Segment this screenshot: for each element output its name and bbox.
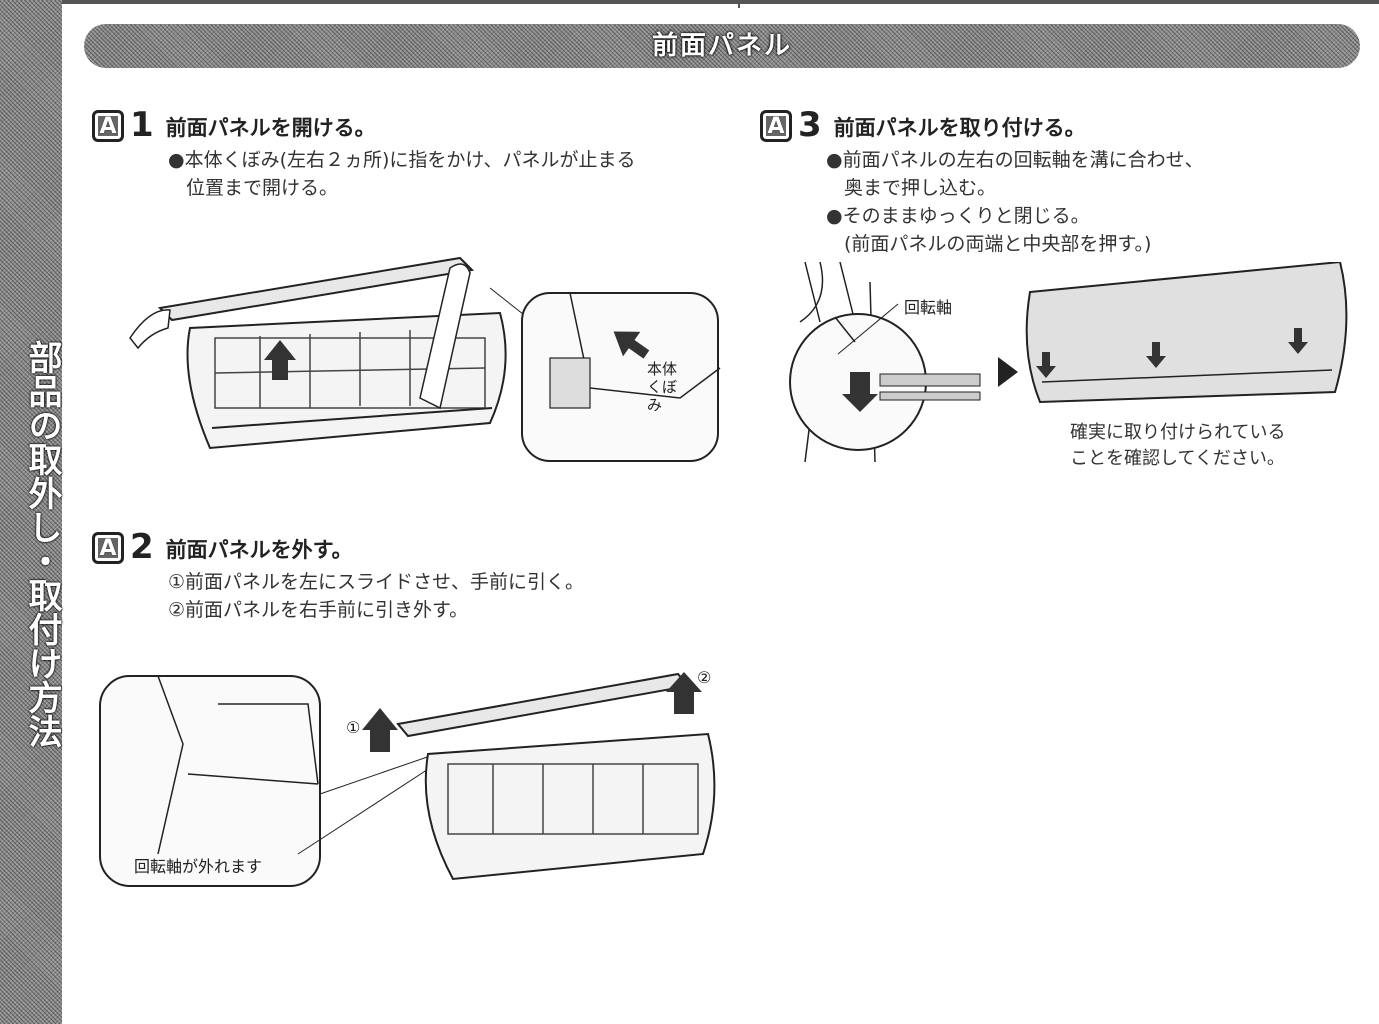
callout-label: 回転軸が外れます — [134, 857, 263, 876]
callout-label: 本体くぼみ — [647, 360, 678, 414]
step-3: A 3 前面パネルを取り付ける。 ●前面パネルの左右の回転軸を溝に合わせ、 奥ま… — [760, 108, 1204, 258]
marker-1: ① — [346, 718, 361, 737]
top-rule — [62, 0, 1379, 4]
step-badge: A — [92, 532, 124, 564]
step-line: ●前面パネルの左右の回転軸を溝に合わせ、 — [826, 149, 1204, 171]
sidebar: 部品の取外し・取付け方法 — [0, 0, 62, 1024]
callout-label: 回転軸 — [904, 298, 953, 317]
step-number: 3 — [798, 105, 822, 145]
step-line: 奥まで押し込む。 — [844, 177, 997, 199]
note-line: 確実に取り付けられている — [1070, 422, 1286, 443]
step-3-illustration — [789, 262, 1348, 463]
step-number: 1 — [130, 105, 154, 145]
step-badge: A — [92, 110, 124, 142]
step-title: 前面パネルを開ける。 — [165, 116, 376, 140]
step-line: (前面パネルの両端と中央部を押す。) — [844, 233, 1152, 255]
step-line: ●そのままゆっくりと閉じる。 — [826, 205, 1090, 227]
step-line: ●本体くぼみ(左右２ヵ所)に指をかけ、パネルが止まる — [168, 149, 636, 171]
top-rule-tick — [738, 0, 740, 8]
sidebar-title: 部品の取外し・取付け方法 — [22, 340, 62, 748]
step-2: A 2 前面パネルを外す。 ①前面パネルを左にスライドさせ、手前に引く。 ②前面… — [92, 530, 584, 624]
section-header: 前面パネル — [84, 24, 1360, 68]
step-line: 位置まで開ける。 — [186, 177, 339, 199]
step-line: ②前面パネルを右手前に引き外す。 — [168, 599, 469, 621]
step-line: ①前面パネルを左にスライドさせ、手前に引く。 — [168, 571, 585, 593]
step-number: 2 — [130, 527, 154, 567]
step-title: 前面パネルを取り付ける。 — [833, 116, 1086, 140]
marker-2: ② — [697, 668, 712, 687]
step-1-illustration — [129, 256, 721, 462]
note-line: ことを確認してください。 — [1070, 448, 1285, 469]
step-1: A 1 前面パネルを開ける。 ●本体くぼみ(左右２ヵ所)に指をかけ、パネルが止ま… — [92, 108, 635, 202]
confirm-note: 確実に取り付けられている ことを確認してください。 — [1070, 420, 1285, 472]
section-title: 前面パネル — [651, 31, 792, 61]
step-title: 前面パネルを外す。 — [165, 538, 353, 562]
step-2-illustration — [99, 672, 716, 887]
step-badge: A — [760, 110, 792, 142]
